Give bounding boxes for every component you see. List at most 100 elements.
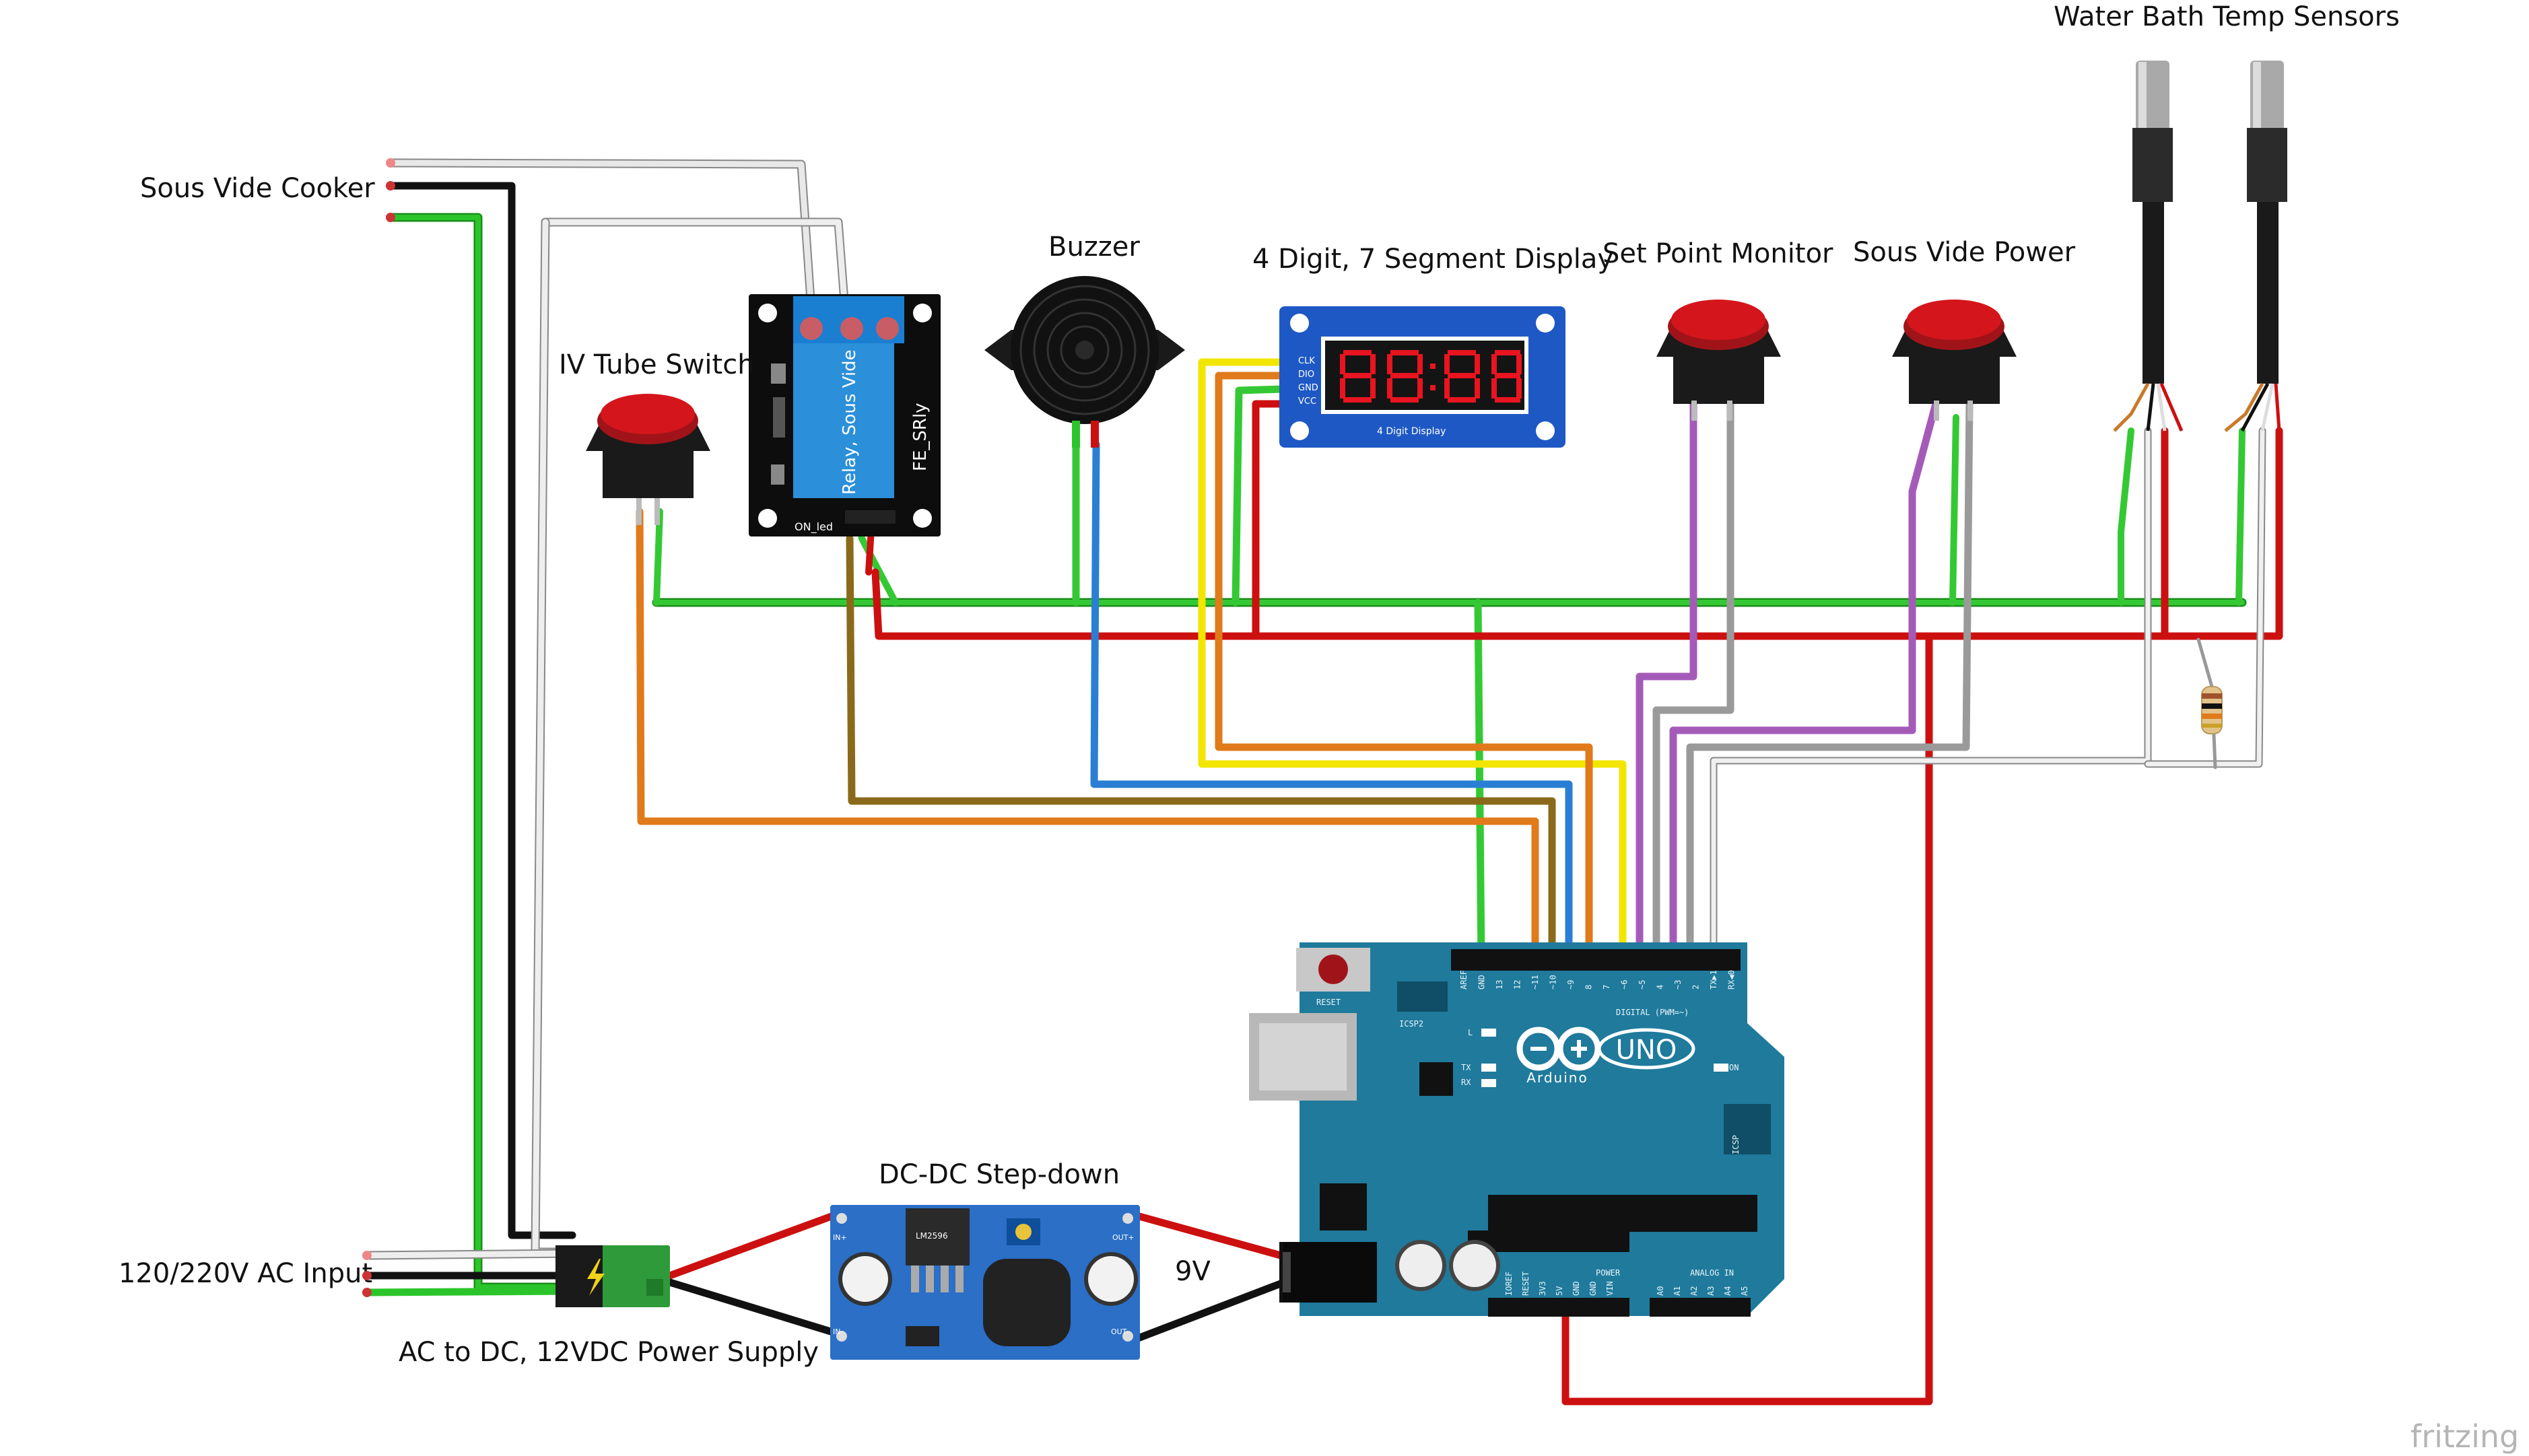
stepdown-in-plus: IN+: [833, 1233, 847, 1242]
power-pin-label-4: GND: [1572, 1281, 1581, 1296]
dc-dc-step-down: LM2596 IN+ IN- OUT+ OUT-: [830, 1205, 1140, 1360]
analog-pin-label-0: A0: [1656, 1286, 1665, 1296]
stepdown-out-minus: OUT-: [1111, 1327, 1128, 1336]
digital-pin-label-5: ~10: [1549, 975, 1558, 990]
relay-module: Relay, Sous Vide FE_SRly ON_led: [749, 294, 941, 536]
label-power-supply: AC to DC, 12VDC Power Supply: [399, 1337, 819, 1368]
seven-segment-display: CLK DIO GND VCC 4 Digit Display: [1279, 306, 1565, 448]
wire-sensor2-data-core: [2145, 428, 2265, 767]
power-pin-label-0: IOREF: [1504, 1272, 1514, 1296]
wire-9v-black: [1131, 1275, 1297, 1344]
wire-setpoint-gray: [1652, 400, 1734, 963]
wire-end-caps: [362, 158, 395, 1297]
wire-display-clk-yellow: [1198, 358, 1627, 963]
analog-pin-label-3: A3: [1706, 1286, 1716, 1296]
fritzing-watermark: fritzing: [2410, 1418, 2519, 1455]
label-display: 4 Digit, 7 Segment Display: [1252, 244, 1613, 275]
buzzer: [984, 276, 1185, 448]
digital-pin-label-1: GND: [1477, 975, 1487, 990]
digital-pin-label-3: 12: [1513, 980, 1522, 990]
label-iv-tube-switch: IV Tube Switch: [559, 349, 755, 380]
display-pin-dio: DIO: [1298, 370, 1314, 380]
power-pin-label-2: 3V3: [1538, 1281, 1547, 1296]
digital-header-labels: AREF GND 13 12 ~11 ~10 ~9 8 7 ~6 ~5 4 ~3 2 TX▶1 RX◀0: [1459, 970, 1736, 990]
analog-pin-label-4: A4: [1723, 1286, 1732, 1296]
iv-tube-switch-button[interactable]: [586, 394, 710, 525]
relay-part: FE_SRly: [910, 403, 931, 471]
wire-setpoint-purple: [1636, 400, 1697, 963]
arduino-logo: UNO Arduino: [1516, 1027, 1695, 1086]
display-digits: [1340, 350, 1522, 403]
digital-pin-label-11: 4: [1656, 985, 1665, 990]
label-sous-vide-cooker: Sous Vide Cooker: [140, 173, 375, 204]
wire-gnd-sensor1: [2118, 427, 2134, 606]
display-pin-gnd: GND: [1298, 383, 1318, 393]
display-pin-vcc: VCC: [1298, 396, 1316, 407]
arduino-led-on: ON: [1729, 1063, 1739, 1072]
digital-pin-label-2: 13: [1495, 980, 1504, 990]
arduino-uno: RESET ICSP2 UNO Arduino DIGITAL (PWM=~) …: [1249, 942, 1784, 1317]
wire-gnd-powerbtn: [1949, 414, 1959, 606]
power-pin-label-6: VIN: [1605, 1281, 1615, 1296]
pullup-resistor: [2201, 686, 2223, 734]
digital-pin-label-15: RX◀0: [1727, 970, 1736, 990]
arduino-power: POWER: [1596, 1268, 1621, 1278]
set-point-monitor-button[interactable]: [1656, 300, 1781, 421]
digital-pin-label-12: ~3: [1673, 980, 1683, 990]
wire-gnd-iv: [653, 508, 663, 606]
wire-gnd-display: [1232, 385, 1287, 606]
power-pin-label-5: GND: [1588, 1281, 1598, 1296]
sous-vide-power-button[interactable]: [1892, 300, 2017, 421]
ac-dc-power-supply: [555, 1245, 670, 1307]
wire-white-cooker-1-core: [387, 160, 815, 313]
arduino-led-l: L: [1468, 1028, 1473, 1037]
digital-pin-label-13: 2: [1691, 985, 1701, 990]
relay-name: Relay, Sous Vide: [840, 349, 860, 495]
digital-pin-label-6: ~9: [1566, 980, 1576, 990]
wire-ps-red: [666, 1211, 839, 1280]
wire-9v-red: [1131, 1211, 1297, 1263]
arduino-barrel-jack: [1283, 1242, 1377, 1303]
display-caption: 4 Digit Display: [1377, 426, 1446, 437]
wire-ac-input-white-core: [364, 1250, 576, 1259]
wire-black-cooker: [386, 182, 576, 1239]
wire-relay-brown: [846, 534, 1556, 963]
wire-5v-arduino: [1561, 632, 1933, 1406]
stepdown-in-minus: IN-: [833, 1327, 843, 1336]
power-pin-label-3: 5V: [1555, 1286, 1564, 1296]
temp-sensor-1: [2113, 61, 2184, 432]
digital-pin-label-14: TX▶1: [1709, 970, 1718, 990]
wire-ps-black: [666, 1278, 839, 1337]
digital-pin-label-7: 8: [1584, 985, 1594, 990]
digital-pin-label-10: ~5: [1638, 980, 1647, 990]
wire-iv-orange: [636, 508, 1539, 963]
wire-buzzer-blue: [1090, 440, 1573, 963]
wire-sensor-data-core: [1711, 428, 2151, 962]
label-temp-sensors: Water Bath Temp Sensors: [2054, 1, 2400, 32]
digital-pin-label-4: ~11: [1530, 975, 1540, 990]
wire-ac-input-green: [363, 1287, 576, 1296]
digital-pin-label-9: ~6: [1620, 980, 1629, 990]
arduino-led-rx: RX: [1461, 1078, 1471, 1087]
wire-5v-bus: [871, 427, 2283, 640]
arduino-icsp2: ICSP2: [1399, 1019, 1423, 1029]
wire-power-gray: [1686, 400, 1974, 963]
arduino-led-tx: TX: [1461, 1063, 1471, 1072]
analog-pin-label-5: A5: [1740, 1286, 1749, 1296]
relay-led-label: ON_led: [795, 520, 833, 534]
arduino-model: UNO: [1616, 1035, 1677, 1066]
wire-white-cooker-2-core: [542, 219, 848, 313]
label-ac-input: 120/220V AC Input: [119, 1258, 372, 1289]
analog-pin-label-2: A2: [1689, 1286, 1699, 1296]
wire-green-cooker-core: [388, 215, 575, 1290]
arduino-brand: Arduino: [1526, 1070, 1588, 1086]
label-9v: 9V: [1175, 1256, 1211, 1287]
temp-sensor-2: [2224, 61, 2287, 432]
wire-gnd-sensor2: [2235, 427, 2246, 606]
stepdown-chip: LM2596: [916, 1231, 948, 1241]
wires: [362, 158, 2283, 1406]
analog-pin-label-1: A1: [1673, 1286, 1682, 1296]
digital-pin-label-0: AREF: [1459, 970, 1469, 990]
digital-pin-label-8: 7: [1602, 985, 1611, 990]
